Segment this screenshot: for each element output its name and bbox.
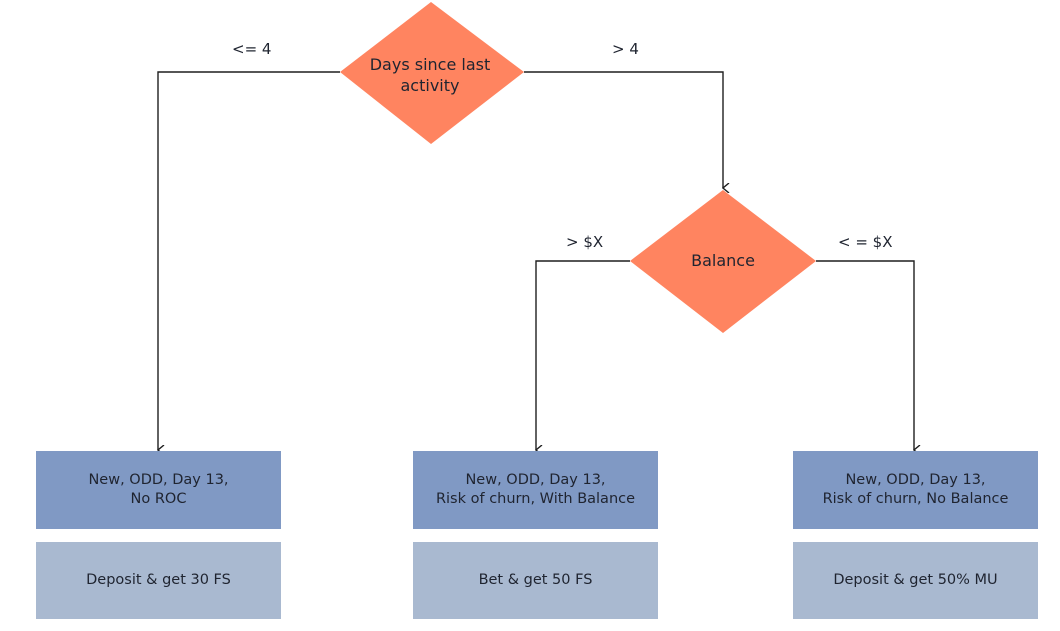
decision-days-diamond bbox=[340, 2, 524, 144]
segment-box-middle: New, ODD, Day 13, Risk of churn, With Ba… bbox=[413, 451, 658, 529]
decision-balance-label: Balance bbox=[653, 250, 793, 271]
connector-days-to-balance bbox=[524, 71, 723, 188]
segment-middle-line-1: New, ODD, Day 13, bbox=[465, 472, 606, 488]
decision-balance-label-line-1: Balance bbox=[691, 251, 755, 270]
connector-days-to-left-leaf bbox=[158, 71, 340, 450]
segment-right-line-2: Risk of churn, No Balance bbox=[822, 491, 1009, 507]
segment-right-line-1: New, ODD, Day 13, bbox=[845, 472, 986, 488]
edge-label-balance-right: < = $X bbox=[838, 233, 893, 251]
edge-label-balance-left: > $X bbox=[566, 233, 604, 251]
connector-balance-to-middle-leaf bbox=[536, 260, 630, 450]
segment-left-line-2: No ROC bbox=[130, 491, 187, 507]
offer-middle-label: Bet & get 50 FS bbox=[478, 572, 593, 588]
offer-right-label: Deposit & get 50% MU bbox=[833, 572, 998, 588]
offer-box-left: Deposit & get 30 FS bbox=[36, 542, 281, 619]
decision-balance-diamond bbox=[630, 190, 816, 333]
edge-label-days-right: > 4 bbox=[612, 40, 639, 58]
decision-days-label-line-1: Days since last bbox=[369, 55, 491, 74]
offer-left-label: Deposit & get 30 FS bbox=[86, 572, 231, 588]
edge-label-days-left: <= 4 bbox=[232, 40, 272, 58]
segment-middle-line-2: Risk of churn, With Balance bbox=[435, 491, 636, 507]
connector-balance-to-right-leaf bbox=[816, 260, 914, 450]
segment-box-right: New, ODD, Day 13, Risk of churn, No Bala… bbox=[793, 451, 1038, 529]
decision-days-label-line-2: activity bbox=[400, 76, 460, 95]
segment-left-line-1: New, ODD, Day 13, bbox=[88, 472, 229, 488]
decision-days-label: Days since last activity bbox=[350, 54, 510, 96]
offer-box-middle: Bet & get 50 FS bbox=[413, 542, 658, 619]
offer-box-right: Deposit & get 50% MU bbox=[793, 542, 1038, 619]
segment-box-left: New, ODD, Day 13, No ROC bbox=[36, 451, 281, 529]
